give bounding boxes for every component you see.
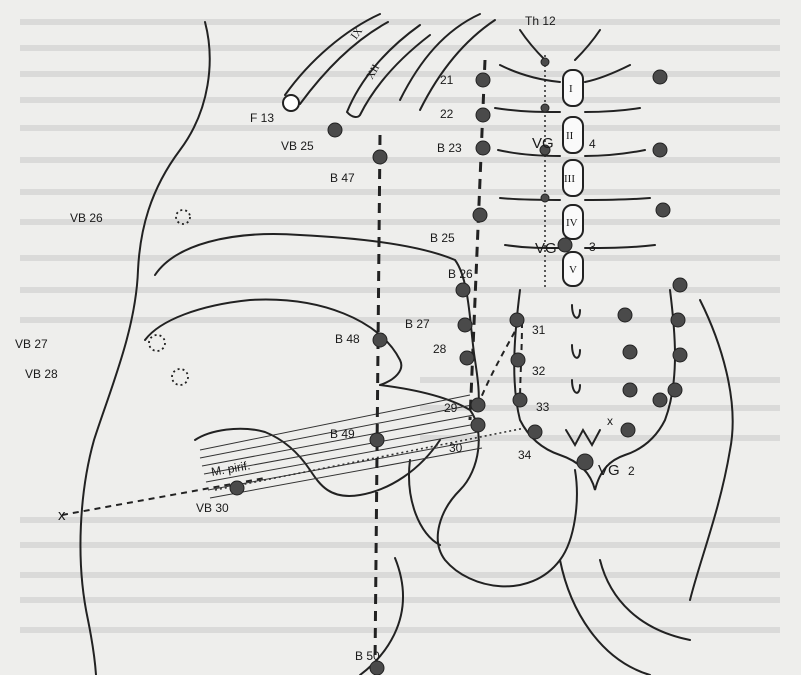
label-vb28: VB 28 <box>25 367 58 381</box>
label-x-left: x <box>58 507 66 524</box>
point-vg3 <box>558 238 572 252</box>
point-vb25 <box>328 123 342 137</box>
point-r31b <box>671 313 685 327</box>
label-vb27: VB 27 <box>15 337 48 351</box>
point-34 <box>528 425 542 439</box>
point-r33 <box>623 383 637 397</box>
label-m-pirif: M. pirif. <box>210 458 251 479</box>
point-30 <box>471 418 485 432</box>
sacral-foramina <box>566 305 600 445</box>
label-b25: B 25 <box>430 231 455 245</box>
label-lv-v: V <box>569 264 577 276</box>
vb28-marker <box>172 369 188 385</box>
point-r33b <box>668 383 682 397</box>
label-b23: B 23 <box>437 141 462 155</box>
point-b25-right <box>656 203 670 217</box>
point-b48 <box>373 333 387 347</box>
label-21: 21 <box>440 73 454 87</box>
label-vb30: VB 30 <box>196 501 229 515</box>
point-28 <box>460 351 474 365</box>
point-b23 <box>476 141 490 155</box>
point-32 <box>511 353 525 367</box>
label-32: 32 <box>532 364 546 378</box>
label-b50: B 50 <box>355 649 380 663</box>
femur-head <box>409 460 440 545</box>
point-31 <box>510 313 524 327</box>
label-28: 28 <box>433 342 447 356</box>
label-b26: B 26 <box>448 267 473 281</box>
point-b47 <box>373 150 387 164</box>
label-th12: Th 12 <box>525 14 556 28</box>
vb27-marker <box>149 335 165 351</box>
point-b26-right <box>673 278 687 292</box>
label-29: 29 <box>444 401 458 415</box>
label-33: 33 <box>536 400 550 414</box>
hip-contour <box>145 300 401 385</box>
point-b23-right <box>653 143 667 157</box>
right-buttock-outline <box>690 300 733 600</box>
label-b47: B 47 <box>330 171 355 185</box>
label-b48: B 48 <box>335 332 360 346</box>
label-b27: B 27 <box>405 317 430 331</box>
label-lv-iii: III <box>564 173 575 185</box>
label-vg4-num: 4 <box>589 137 596 151</box>
point-spine-2 <box>541 104 549 112</box>
label-31: 31 <box>532 323 546 337</box>
point-21-right <box>653 70 667 84</box>
point-b49 <box>370 433 384 447</box>
label-lv-i: I <box>569 83 573 95</box>
point-b50 <box>370 661 384 675</box>
label-vb25: VB 25 <box>281 139 314 153</box>
label-vg3: VG <box>535 240 557 257</box>
point-r32 <box>623 345 637 359</box>
label-vg2: VG <box>598 462 620 479</box>
point-29 <box>471 398 485 412</box>
point-r32b <box>673 348 687 362</box>
label-b49: B 49 <box>330 427 355 441</box>
label-vg4: VG <box>532 135 554 152</box>
point-33 <box>513 393 527 407</box>
point-b27 <box>458 318 472 332</box>
label-vb26: VB 26 <box>70 211 103 225</box>
label-lv-iv: IV <box>566 217 578 229</box>
point-r29 <box>653 393 667 407</box>
label-vg2-num: 2 <box>628 464 635 478</box>
label-34: 34 <box>518 448 532 462</box>
point-b25-left <box>473 208 487 222</box>
label-f13: F 13 <box>250 111 274 125</box>
label-x-right: x <box>607 414 613 428</box>
bladder-outer-line <box>375 135 380 665</box>
point-spine-1 <box>541 58 549 66</box>
point-b26-left <box>456 283 470 297</box>
label-lv-ii: II <box>566 130 574 142</box>
rib-ix <box>285 14 388 104</box>
point-vb30 <box>230 481 244 495</box>
label-30: 30 <box>449 441 463 455</box>
point-22 <box>476 108 490 122</box>
point-vg2 <box>577 454 593 470</box>
f13-point <box>283 95 299 111</box>
point-r31 <box>618 308 632 322</box>
point-21 <box>476 73 490 87</box>
label-vg3-num: 3 <box>589 240 596 254</box>
point-r34 <box>621 423 635 437</box>
point-spine-3 <box>541 194 549 202</box>
background-text-ghost <box>20 22 780 630</box>
label-rib-xii: XII <box>364 62 382 82</box>
label-22: 22 <box>440 107 454 121</box>
